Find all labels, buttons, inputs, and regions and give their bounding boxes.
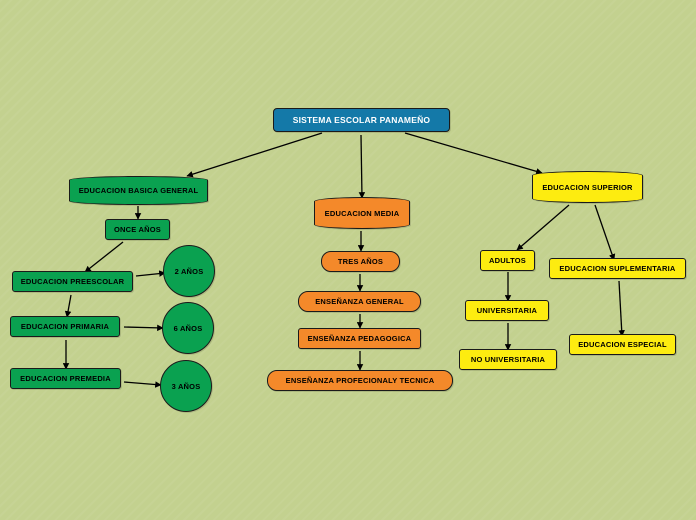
especial-node[interactable]: EDUCACION ESPECIAL: [569, 334, 676, 355]
media-duration-node[interactable]: TRES AÑOS: [321, 251, 400, 272]
suplementaria-node[interactable]: EDUCACION SUPLEMENTARIA: [549, 258, 686, 279]
primaria-years-circle[interactable]: 6 AÑOS: [162, 302, 214, 354]
superior-education-node[interactable]: EDUCACION SUPERIOR: [532, 171, 643, 203]
connector-preescolar-to-primaria: [64, 294, 72, 318]
connector-duration-to-preescolar: [84, 241, 124, 273]
root-node[interactable]: SISTEMA ESCOLAR PANAMEÑO: [273, 108, 450, 132]
premedia-years-circle[interactable]: 3 AÑOS: [160, 360, 212, 412]
preescolar-years-circle[interactable]: 2 AÑOS: [163, 245, 215, 297]
universitaria-node[interactable]: UNIVERSITARIA: [465, 300, 549, 321]
connector-root-to-media: [358, 134, 366, 199]
media-education-node[interactable]: EDUCACION MEDIA: [314, 197, 410, 229]
ensenanza-pedagogica-node[interactable]: ENSEÑANZA PEDAGOGICA: [298, 328, 421, 349]
basic-education-node[interactable]: EDUCACION BASICA GENERAL: [69, 176, 208, 205]
connector-root-to-superior: [404, 132, 543, 175]
basic-duration-node[interactable]: ONCE AÑOS: [105, 219, 170, 240]
connector-superior-to-adultos: [516, 204, 570, 251]
connector-premedia-to-years: [123, 381, 162, 388]
connector-superior-to-suplementaria: [594, 204, 616, 261]
connector-preescolar-to-years: [135, 270, 166, 277]
ensenanza-tecnica-node[interactable]: ENSEÑANZA PROFECIONALY TECNICA: [267, 370, 453, 391]
no-universitaria-node[interactable]: NO UNIVERSITARIA: [459, 349, 557, 370]
ensenanza-general-node[interactable]: ENSEÑANZA GENERAL: [298, 291, 421, 312]
primaria-node[interactable]: EDUCACION PRIMARIA: [10, 316, 120, 337]
connector-suplementaria-to-especial: [618, 280, 625, 337]
adultos-node[interactable]: ADULTOS: [480, 250, 535, 271]
connector-primaria-to-years: [123, 324, 164, 332]
preescolar-node[interactable]: EDUCACION PREESCOLAR: [12, 271, 133, 292]
connector-root-to-basic: [186, 132, 323, 178]
premedia-node[interactable]: EDUCACION PREMEDIA: [10, 368, 121, 389]
